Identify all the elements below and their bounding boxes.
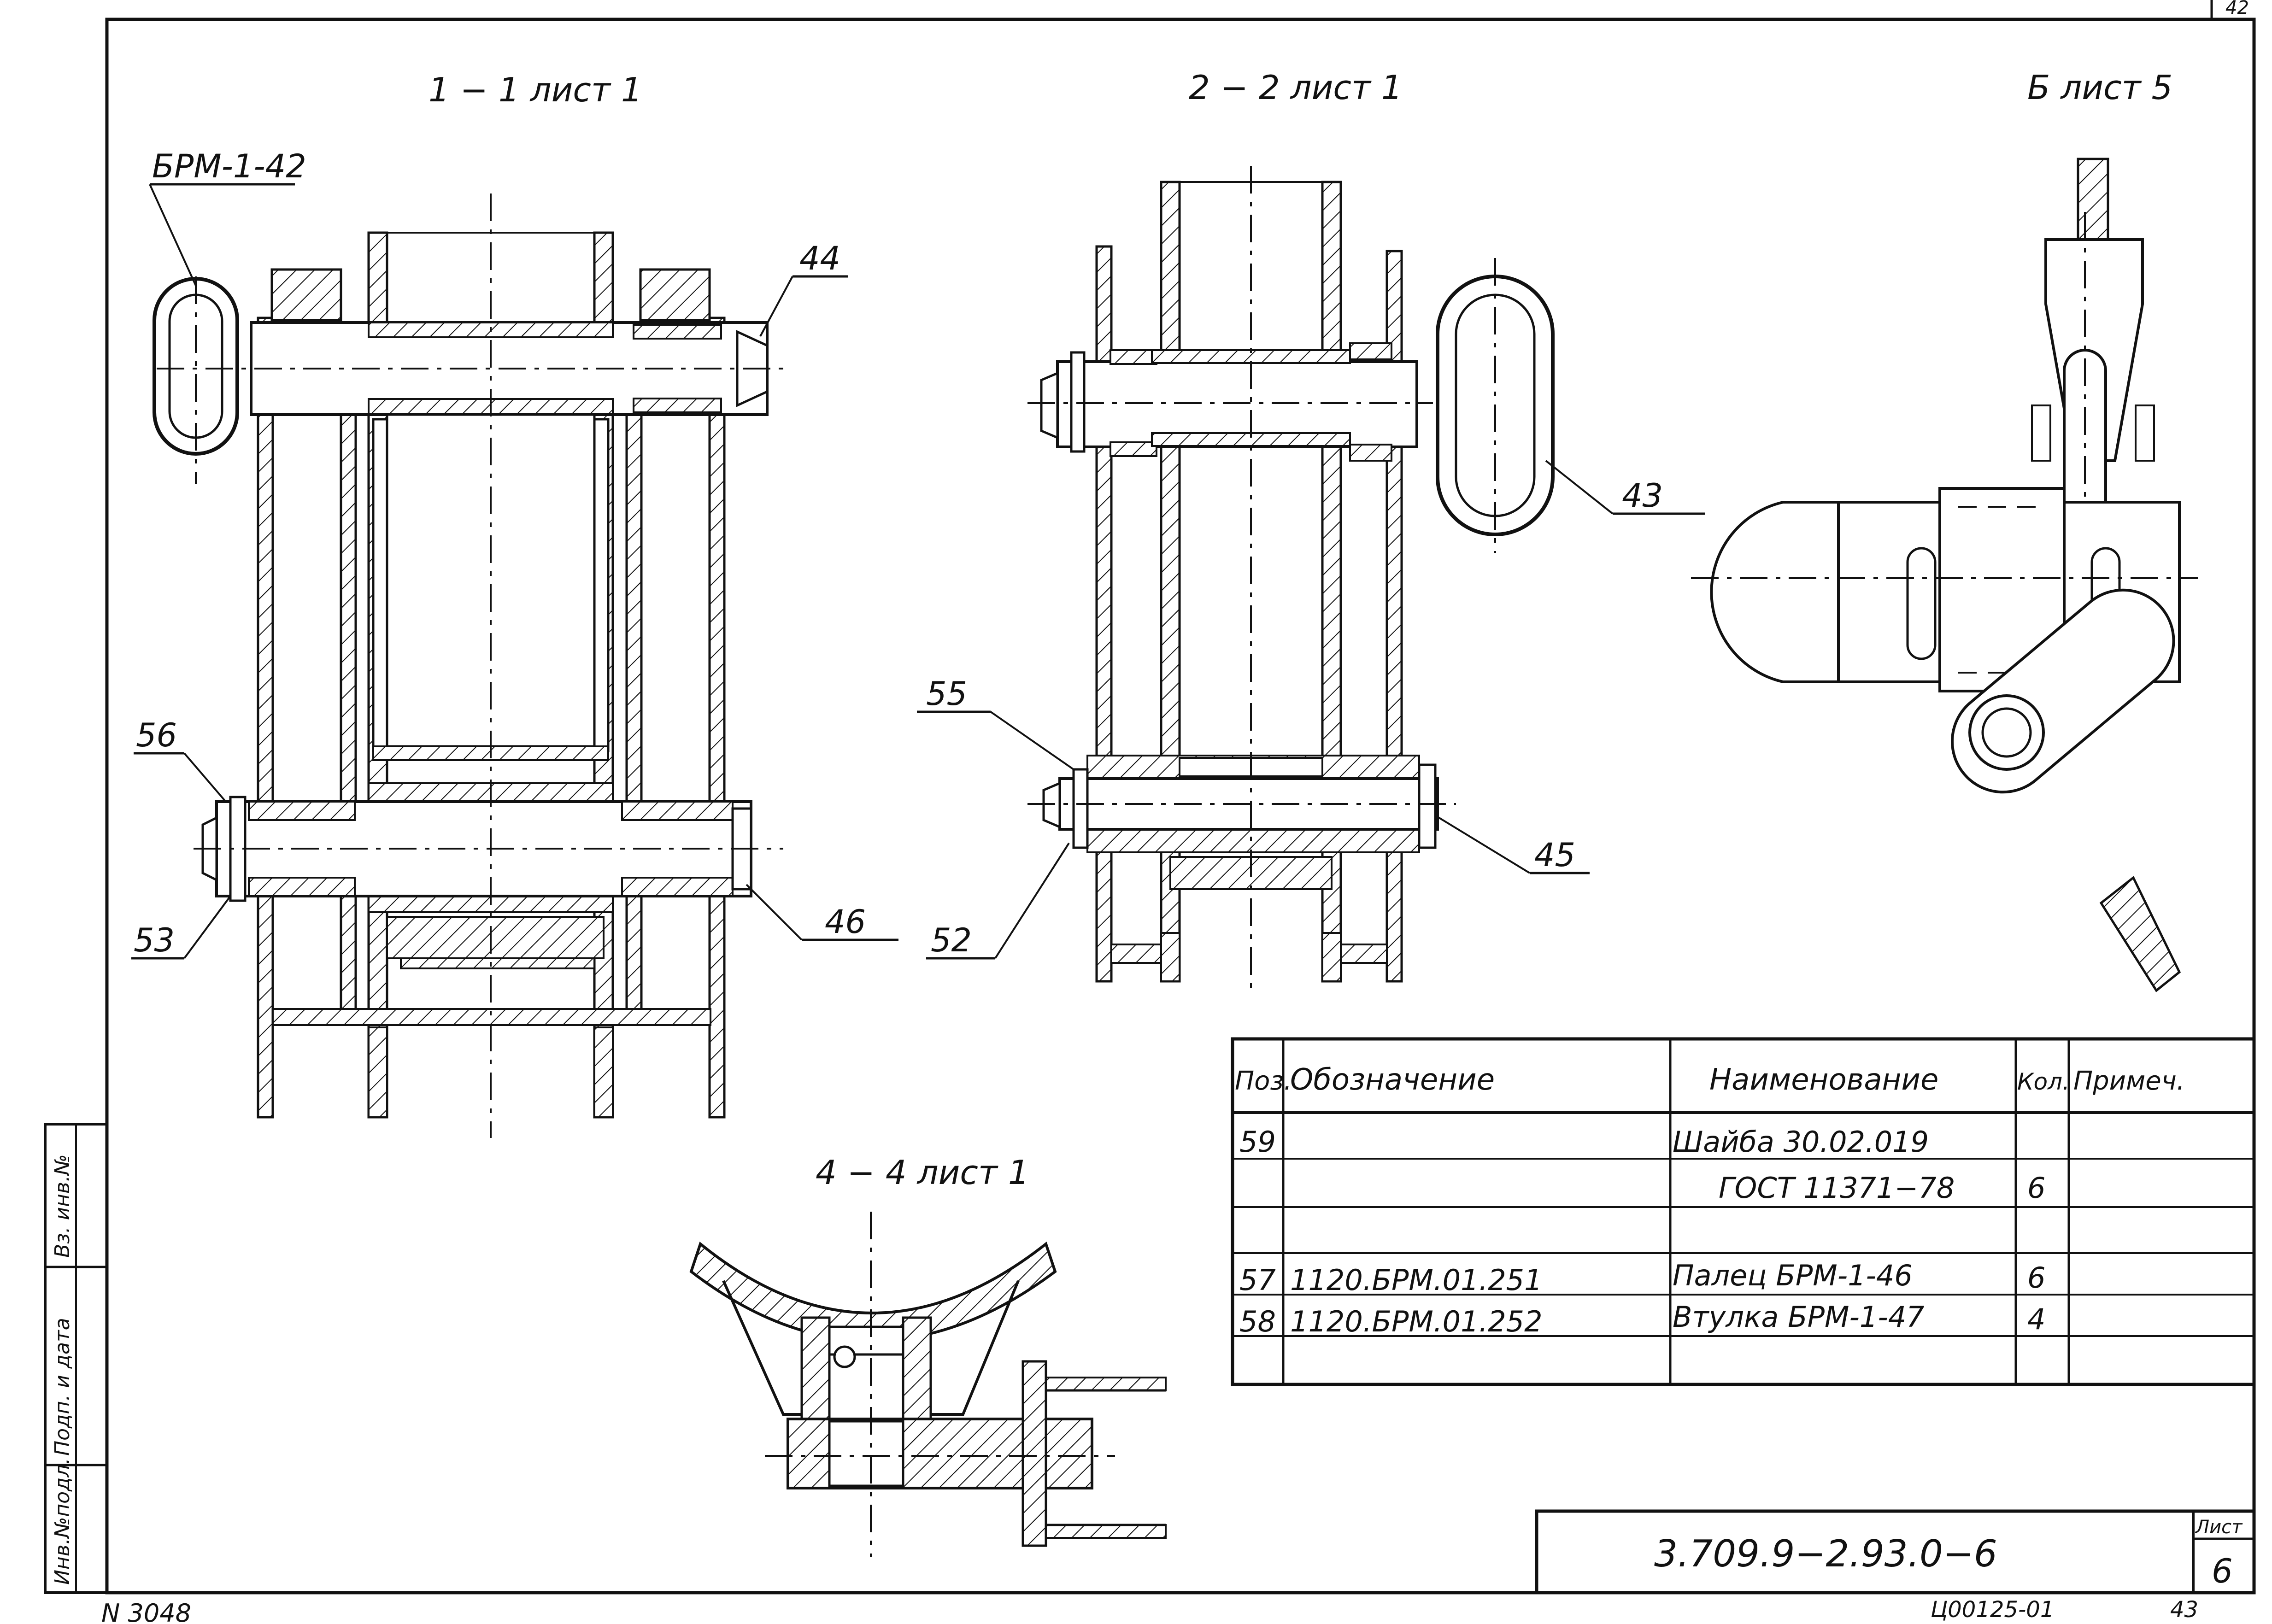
table-row-pos: 59	[1239, 1125, 1276, 1159]
table-header-qty: Кол.	[2017, 1068, 2070, 1095]
table-row-pos: 58	[1239, 1305, 1276, 1338]
callout-45: 45	[1534, 836, 1575, 874]
callout-brm-1-42: БРМ-1-42	[152, 147, 306, 185]
view-title-2-2: 2 − 2 лист 1	[1189, 68, 1403, 107]
table-row-qty: 6	[2027, 1171, 2045, 1205]
callout-53: 53	[134, 921, 175, 959]
side-stamp: Инв.№подл. Подп. и дата Вз. инв.№	[44, 1123, 108, 1594]
footer-center-code: Ц00125-01	[1931, 1597, 2054, 1623]
table-header-designation: Обозначение	[1290, 1063, 1495, 1097]
table-row-pos: 57	[1239, 1263, 1276, 1297]
sheet-number-top: 42	[2225, 0, 2249, 18]
table-row-designation: 1120.БРМ.01.251	[1290, 1263, 1543, 1297]
view-title-4-4: 4 − 4 лист 1	[816, 1153, 1029, 1192]
parts-table: Поз. Обозначение Наименование Кол. Приме…	[1231, 1037, 2256, 1386]
footer-page: 43	[2170, 1597, 2198, 1623]
callout-46: 46	[825, 903, 866, 941]
table-header-name: Наименование	[1709, 1063, 1938, 1097]
title-block: 3.709.9−2.93.0−6 Лист 6	[1535, 1509, 2256, 1595]
table-row-qty: 6	[2027, 1261, 2045, 1295]
view-title-b: Б лист 5	[2027, 68, 2172, 107]
view-b: Б лист 5	[1691, 68, 2198, 992]
sheet-frame: 42	[105, 0, 2256, 1595]
callout-55: 55	[926, 675, 967, 713]
callout-56: 56	[136, 716, 177, 754]
footer: N 3048 Ц00125-01 43	[101, 1597, 2198, 1624]
view-section-2-2: 2 − 2 лист 1	[917, 68, 1705, 995]
sheet-value: 6	[2212, 1552, 2233, 1590]
callout-43: 43	[1622, 477, 1663, 515]
table-row-name: ГОСТ 11371−78	[1719, 1171, 1955, 1205]
view-title-1-1: 1 − 1 лист 1	[429, 70, 642, 109]
side-stamp-sign-date: Подп. и дата	[51, 1318, 74, 1456]
callout-44: 44	[799, 240, 840, 277]
view-section-4-4: 4 − 4 лист 1	[689, 1153, 1167, 1557]
callout-52: 52	[931, 921, 972, 959]
table-row-qty: 4	[2027, 1302, 2045, 1336]
view-section-1-1: 1 − 1 лист 1	[131, 70, 898, 1138]
table-row-name: Палец БРМ-1-46	[1673, 1259, 1913, 1292]
sheet-label: Лист	[2195, 1517, 2243, 1538]
table-header-pos: Поз.	[1235, 1066, 1292, 1096]
side-stamp-replace-inv: Вз. инв.№	[51, 1154, 74, 1258]
table-row-name: Шайба 30.02.019	[1673, 1125, 1929, 1159]
table-row-name: Втулка БРМ-1-47	[1673, 1300, 1925, 1334]
table-row-designation: 1120.БРМ.01.252	[1290, 1305, 1543, 1338]
footer-left-note: N 3048	[101, 1599, 191, 1624]
side-stamp-inv-no: Инв.№подл.	[51, 1458, 74, 1585]
table-header-note: Примеч.	[2073, 1066, 2185, 1096]
doc-code: 3.709.9−2.93.0−6	[1654, 1532, 1997, 1575]
